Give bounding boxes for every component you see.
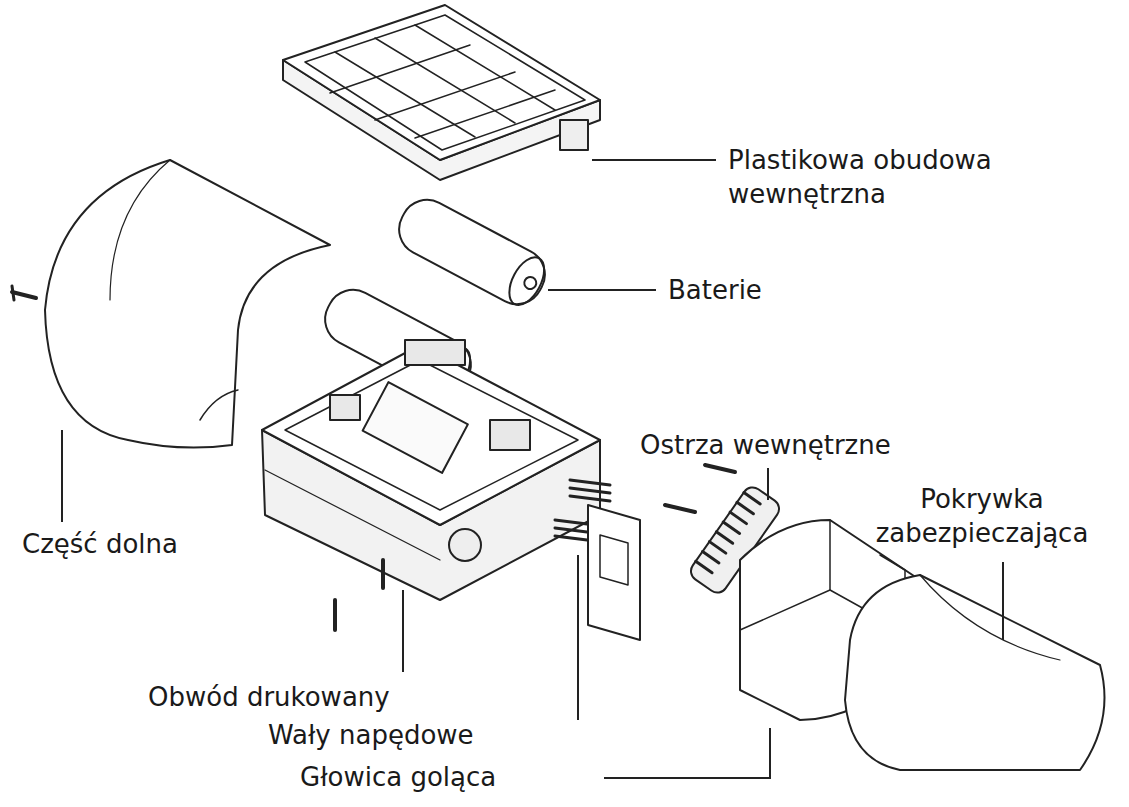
part-label: Wały napędowe [268, 718, 474, 752]
screw [335, 465, 735, 630]
part-label: Głowica goląca [300, 760, 496, 794]
part-label: Baterie [668, 273, 762, 307]
mounting-plate [588, 505, 640, 640]
part-label: Obwód drukowany [148, 680, 390, 714]
battery [390, 191, 554, 314]
pcb-chassis [262, 340, 600, 600]
part-label: Plastikowa obudowa wewnętrzna [728, 143, 1058, 211]
inner-housing [283, 5, 600, 180]
part-label: Pokrywka zabezpieczająca [837, 482, 1127, 550]
part-label: Część dolna [22, 527, 178, 561]
part-label: Ostrza wewnętrzne [640, 428, 891, 462]
leader-line [62, 160, 1003, 778]
bottom-shell [12, 160, 330, 448]
protective-cover [845, 575, 1105, 770]
